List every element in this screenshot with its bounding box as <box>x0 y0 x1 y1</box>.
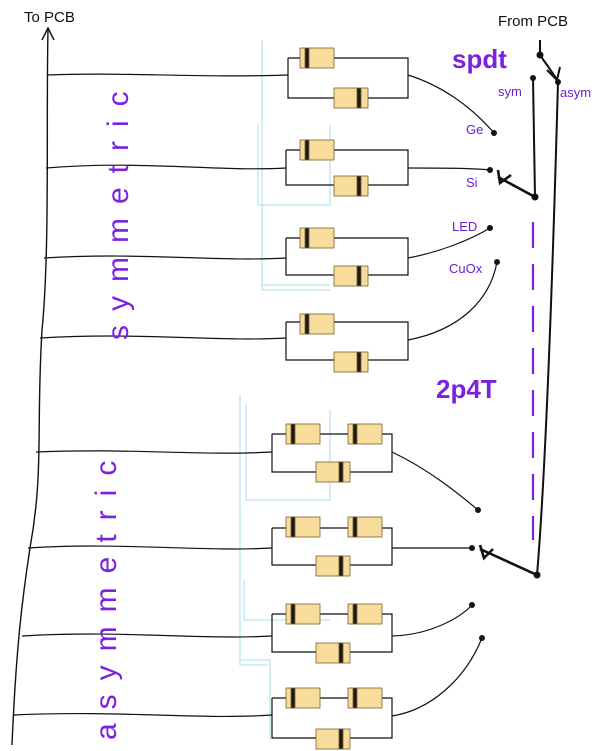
diode <box>315 461 351 483</box>
ge-label: Ge <box>466 122 483 137</box>
cuox-label: CuOx <box>449 261 483 276</box>
from-pcb-label: From PCB <box>498 13 568 30</box>
contact-leads <box>391 74 498 717</box>
symmetric-label: symmetric <box>102 77 135 340</box>
diode <box>333 351 369 373</box>
asym-label: asym <box>560 85 591 100</box>
diode <box>315 642 351 664</box>
spdt-label: spdt <box>452 44 507 74</box>
spdt-switch <box>532 40 561 576</box>
diode <box>315 728 351 750</box>
si-label: Si <box>466 175 478 190</box>
switch-contacts <box>469 130 500 641</box>
asymmetric-label: asymmetric <box>90 447 123 740</box>
two-p4t-label: 2p4T <box>436 374 497 404</box>
symmetric-modules <box>285 57 409 361</box>
diodes <box>285 47 383 750</box>
led-label: LED <box>452 219 477 234</box>
diode <box>333 265 369 287</box>
switch-wipers <box>478 169 538 577</box>
spdt-contacts <box>530 51 561 85</box>
to-pcb-label: To PCB <box>24 9 75 26</box>
diode <box>333 175 369 197</box>
diode <box>315 555 351 577</box>
to-pcb-bus <box>11 26 55 746</box>
sym-label: sym <box>498 84 522 99</box>
diode <box>333 87 369 109</box>
row-wires <box>13 73 289 718</box>
